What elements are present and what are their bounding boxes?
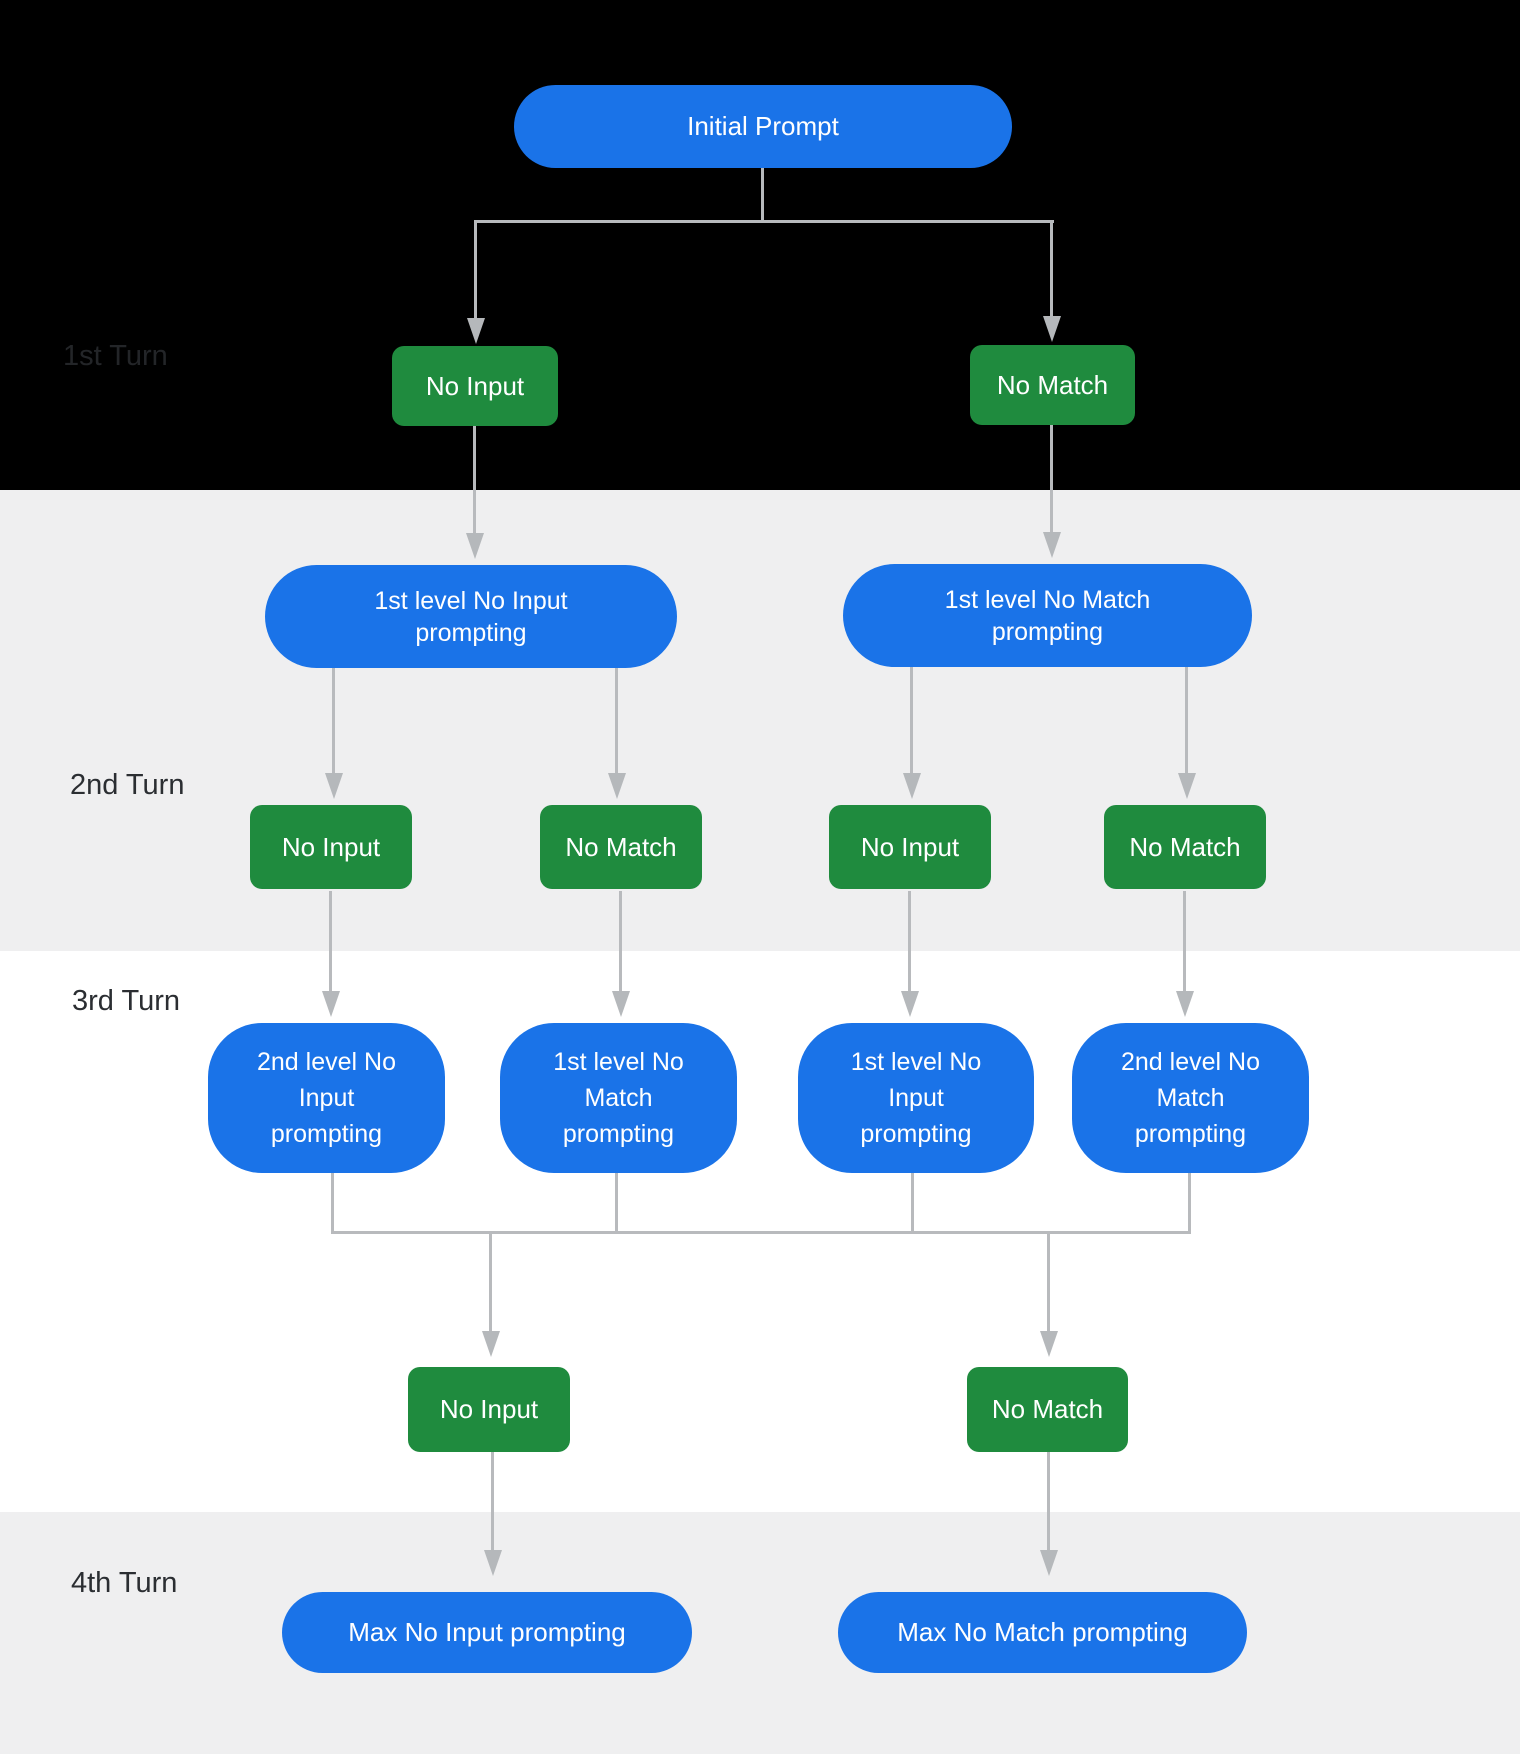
edge-to-t3-no-input xyxy=(489,1233,492,1331)
edge-t2-2-to-p3-2 xyxy=(619,891,622,991)
edge-l1ni-to-t2-2 xyxy=(615,668,618,774)
edge-noinput-to-l1 xyxy=(473,426,476,534)
edge-convergence-bar xyxy=(331,1231,1191,1234)
node-turn2-no-input-left: No Input xyxy=(250,805,412,889)
arrowhead-t1-no-input xyxy=(467,318,485,344)
arrowhead-t2-3 xyxy=(903,773,921,799)
node-1st-level-no-input-prompting-2: 1st level No Input prompting xyxy=(798,1023,1034,1173)
pill-text-line: 1st level No Input xyxy=(374,586,568,615)
node-max-no-match-prompting: Max No Match prompting xyxy=(838,1592,1247,1673)
node-turn3-no-input: No Input xyxy=(408,1367,570,1452)
edge-t2-4-to-p3-4 xyxy=(1183,891,1186,991)
pill-text-line: prompting xyxy=(1134,1120,1247,1148)
arrowhead-p3-1 xyxy=(322,991,340,1017)
pill-text-line: 2nd level No xyxy=(1121,1048,1260,1076)
edge-l1ni-to-t2-1 xyxy=(332,668,335,774)
edge-to-max-no-match xyxy=(1047,1452,1050,1550)
edge-initial-branch-bar xyxy=(476,220,1054,223)
arrowhead-t1-no-match xyxy=(1043,316,1061,342)
node-turn2-no-match-right: No Match xyxy=(1104,805,1266,889)
node-1st-level-no-match-prompting-2: 1st level No Match prompting xyxy=(500,1023,737,1173)
turn-label-1: 1st Turn xyxy=(63,340,168,372)
edge-nomatch-to-l1 xyxy=(1050,424,1053,533)
node-turn1-no-input: No Input xyxy=(392,346,558,426)
band-turn-4 xyxy=(0,1512,1520,1754)
arrowhead-max-no-input xyxy=(484,1550,502,1576)
arrowhead-t3-no-match xyxy=(1040,1331,1058,1357)
edge-initial-stem xyxy=(761,168,764,222)
arrowhead-t2-1 xyxy=(325,773,343,799)
band-turn-1 xyxy=(0,0,1520,490)
pill-text-line: 1st level No xyxy=(850,1048,982,1076)
edge-to-t3-no-match xyxy=(1047,1233,1050,1331)
edge-p3-2-down xyxy=(615,1173,618,1233)
turn-label-2: 2nd Turn xyxy=(70,769,185,801)
node-initial-prompt: Initial Prompt xyxy=(514,85,1012,168)
edge-p3-4-down xyxy=(1188,1173,1191,1233)
turn-label-4: 4th Turn xyxy=(71,1567,178,1599)
arrowhead-l1-no-input xyxy=(466,533,484,559)
node-1st-level-no-match-prompting: 1st level No Match prompting xyxy=(843,564,1252,667)
arrowhead-p3-4 xyxy=(1176,991,1194,1017)
edge-l1nm-to-t2-4 xyxy=(1185,667,1188,774)
pill-text-line: prompting xyxy=(991,617,1104,646)
band-turn-2 xyxy=(0,490,1520,951)
node-2nd-level-no-input-prompting: 2nd level No Input prompting xyxy=(208,1023,445,1173)
pill-text-line: 1st level No xyxy=(553,1048,684,1076)
arrowhead-l1-no-match xyxy=(1043,532,1061,558)
edge-to-max-no-input xyxy=(491,1452,494,1550)
arrowhead-p3-3 xyxy=(901,991,919,1017)
edge-to-t1-no-input xyxy=(474,220,477,318)
pill-text-line: prompting xyxy=(415,618,527,647)
edge-p3-3-down xyxy=(911,1173,914,1233)
node-turn1-no-match: No Match xyxy=(970,345,1135,425)
pill-text-line: 2nd level No xyxy=(257,1048,396,1076)
pill-text-line: prompting xyxy=(270,1120,383,1148)
arrowhead-t2-4 xyxy=(1178,773,1196,799)
edge-l1nm-to-t2-3 xyxy=(910,667,913,774)
node-max-no-input-prompting: Max No Input prompting xyxy=(282,1592,692,1673)
node-1st-level-no-input-prompting: 1st level No Input prompting xyxy=(265,565,677,668)
node-turn2-no-input-right: No Input xyxy=(829,805,991,889)
arrowhead-t2-2 xyxy=(608,773,626,799)
edge-t2-3-to-p3-3 xyxy=(908,891,911,991)
pill-text-line: Input xyxy=(298,1084,355,1112)
edge-t2-1-to-p3-1 xyxy=(329,891,332,991)
pill-text-line: Input xyxy=(888,1084,944,1112)
edge-p3-1-down xyxy=(331,1173,334,1233)
node-turn3-no-match: No Match xyxy=(967,1367,1128,1452)
arrowhead-t3-no-input xyxy=(482,1331,500,1357)
edge-to-t1-no-match xyxy=(1050,220,1053,316)
turn-label-3: 3rd Turn xyxy=(72,985,180,1017)
pill-text-line: 1st level No Match xyxy=(944,585,1151,614)
pill-text-line: Match xyxy=(584,1084,653,1112)
pill-text-line: Match xyxy=(1156,1084,1225,1112)
pill-text-line: prompting xyxy=(860,1120,972,1148)
arrowhead-max-no-match xyxy=(1040,1550,1058,1576)
node-2nd-level-no-match-prompting: 2nd level No Match prompting xyxy=(1072,1023,1309,1173)
arrowhead-p3-2 xyxy=(612,991,630,1017)
pill-text-line: prompting xyxy=(562,1120,675,1148)
node-turn2-no-match-left: No Match xyxy=(540,805,702,889)
